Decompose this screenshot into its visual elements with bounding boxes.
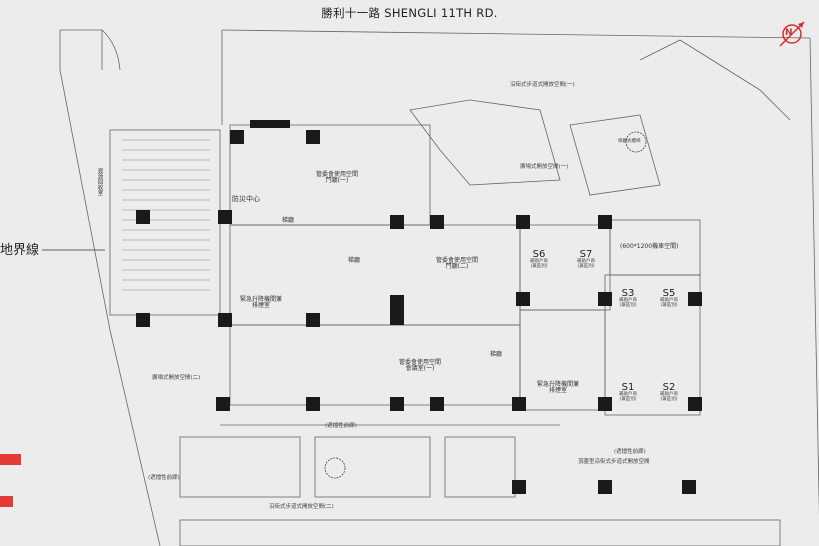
label-arcade-3: (遮擋性前廊) <box>614 449 646 455</box>
plant-icon-2 <box>324 457 346 479</box>
red-marker-2 <box>0 496 13 507</box>
block-core-3 <box>229 324 521 406</box>
label-roof-open: 頂蓋型沿街式步道式開放空間 <box>578 459 650 465</box>
upper-plaza <box>409 99 561 186</box>
label-stair-2: 梯廳 <box>348 257 361 264</box>
label-stair-unit: 梯廳式樓梯 <box>618 139 641 144</box>
label-waste-room: 資源回收室 <box>96 168 103 196</box>
compass-icon <box>779 21 805 47</box>
road-name: 勝利十一路 SHENGLI 11TH RD. <box>321 6 498 20</box>
label-open-space-1: 沿街式步道式開放空間(一) <box>510 82 575 88</box>
site-outline-2 <box>221 29 819 516</box>
corner-curve-left <box>101 29 121 71</box>
lower-strip-1 <box>179 436 301 498</box>
lower-strip-3 <box>444 436 516 498</box>
site-outline-3 <box>59 30 161 546</box>
plant-icon <box>625 131 647 153</box>
label-plaza-open-1: 廣場式開放空間(一) <box>520 164 569 170</box>
unit-s5: S5 補助戶商 (兼區別) <box>660 288 678 308</box>
red-marker <box>0 454 21 465</box>
label-plaza-open-2: 廣場式開放空間(二) <box>152 375 201 381</box>
label-committee-3: 管委會使用空間 會議室(一) <box>399 359 442 372</box>
unit-s6: S6 補助戶商 (兼區別) <box>530 249 548 269</box>
label-open-space-2: 沿街式步道式開放空間(二) <box>269 504 334 510</box>
upper-diagonal <box>639 39 791 121</box>
unit-s3: S3 補助戶商 (兼區別) <box>619 288 637 308</box>
label-disaster-center: 防災中心 <box>232 195 260 203</box>
block-core-2 <box>229 224 521 326</box>
unit-s7: S7 補助戶商 (兼區別) <box>577 249 595 269</box>
parking-ramp <box>109 129 221 316</box>
label-emergency-1: 緊急升降機間兼 排煙室 <box>240 296 283 309</box>
label-committee-2: 管委會使用空間 門廳(二) <box>436 257 479 270</box>
compass-letter: N <box>785 28 793 38</box>
label-stair: 梯廳 <box>282 217 295 224</box>
boundary-label: 地界線 <box>0 243 40 258</box>
label-bike-parking: (600*1200機車空間) <box>620 243 679 250</box>
upper-right-plaza <box>569 114 661 196</box>
block-core-4 <box>519 309 606 411</box>
label-arcade-1: (遮擋性前廊) <box>325 423 357 429</box>
lower-strip-4 <box>179 519 781 546</box>
label-emergency-2: 緊急升降機間兼 排煙室 <box>537 381 580 394</box>
unit-s2: S2 補助戶商 (兼區別) <box>660 382 678 402</box>
site-outline <box>60 29 103 70</box>
label-stair-3: 梯廳 <box>490 351 503 358</box>
label-committee-1: 管委會使用空間 門廳(一) <box>316 171 359 184</box>
lower-strip-2 <box>314 436 431 498</box>
label-arcade-2: (遮擋性前廊) <box>148 475 180 481</box>
unit-s1: S1 補助戶商 (兼區別) <box>619 382 637 402</box>
